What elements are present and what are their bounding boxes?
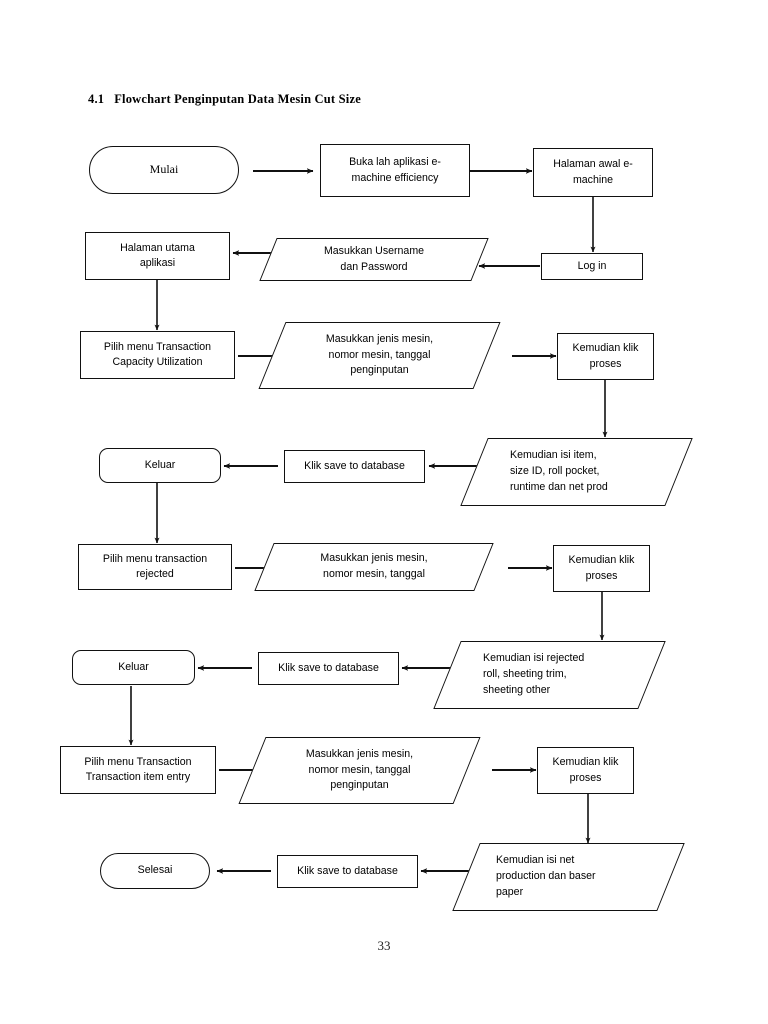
node-isi-item-label: Kemudian isi item, size ID, roll pocket,… <box>510 449 608 493</box>
node-keluar-1[interactable]: Keluar <box>99 448 221 483</box>
node-keluar-1-label: Keluar <box>144 458 176 471</box>
node-klik-proses-2-label: Kemudian klik proses <box>568 554 635 582</box>
node-halaman-awal[interactable]: Halaman awal e- machine <box>533 148 653 197</box>
node-save-database-3[interactable]: Klik save to database <box>277 855 418 888</box>
node-klik-proses-2[interactable]: Kemudian klik proses <box>553 545 650 592</box>
node-mulai-label: Mulai <box>149 162 179 177</box>
node-masukkan-username[interactable]: Masukkan Username dan Password <box>259 238 489 281</box>
section-heading: 4.1 Flowchart Penginputan Data Mesin Cut… <box>88 92 361 106</box>
node-login[interactable]: Log in <box>541 253 643 280</box>
node-isi-rejected[interactable]: Kemudian isi rejected roll, sheeting tri… <box>433 641 666 709</box>
node-menu-capacity-utilization[interactable]: Pilih menu Transaction Capacity Utilizat… <box>80 331 235 379</box>
node-menu-capacity-utilization-label: Pilih menu Transaction Capacity Utilizat… <box>103 340 212 368</box>
node-login-label: Log in <box>577 259 607 272</box>
node-input-mesin-2[interactable]: Masukkan jenis mesin, nomor mesin, tangg… <box>254 543 494 591</box>
node-isi-net-production[interactable]: Kemudian isi net production dan baser pa… <box>452 843 685 911</box>
node-klik-proses-3-label: Kemudian klik proses <box>552 756 619 784</box>
node-halaman-awal-label: Halaman awal e- machine <box>553 158 633 186</box>
node-input-mesin-3[interactable]: Masukkan jenis mesin, nomor mesin, tangg… <box>238 737 481 804</box>
node-selesai[interactable]: Selesai <box>100 853 210 889</box>
node-input-mesin-1[interactable]: Masukkan jenis mesin, nomor mesin, tangg… <box>258 322 501 389</box>
page-number: 33 <box>377 938 391 953</box>
node-input-mesin-2-label: Masukkan jenis mesin, nomor mesin, tangg… <box>320 552 428 580</box>
node-menu-transaction-item-entry-label: Pilih menu Transaction Transaction item … <box>84 755 192 783</box>
node-klik-proses-3[interactable]: Kemudian klik proses <box>537 747 634 794</box>
node-input-mesin-3-label: Masukkan jenis mesin, nomor mesin, tangg… <box>305 747 414 792</box>
node-keluar-2[interactable]: Keluar <box>72 650 195 685</box>
node-menu-transaction-rejected[interactable]: Pilih menu transaction rejected <box>78 544 232 590</box>
node-halaman-utama[interactable]: Halaman utama aplikasi <box>85 232 230 280</box>
node-save-database-3-label: Klik save to database <box>297 864 398 877</box>
node-save-database-1-label: Klik save to database <box>304 459 405 472</box>
node-save-database-2[interactable]: Klik save to database <box>258 652 399 685</box>
node-input-mesin-1-label: Masukkan jenis mesin, nomor mesin, tangg… <box>325 332 434 377</box>
node-isi-rejected-label: Kemudian isi rejected roll, sheeting tri… <box>483 652 585 696</box>
node-selesai-label: Selesai <box>137 864 173 877</box>
node-keluar-2-label: Keluar <box>118 660 149 673</box>
node-halaman-utama-label: Halaman utama aplikasi <box>120 241 195 269</box>
node-buka-aplikasi[interactable]: Buka lah aplikasi e- machine efficiency <box>320 144 470 197</box>
node-save-database-1[interactable]: Klik save to database <box>284 450 425 483</box>
node-klik-proses-1[interactable]: Kemudian klik proses <box>557 333 654 380</box>
node-mulai[interactable]: Mulai <box>89 146 239 194</box>
node-menu-transaction-rejected-label: Pilih menu transaction rejected <box>102 552 208 580</box>
node-save-database-2-label: Klik save to database <box>278 661 379 674</box>
node-isi-net-production-label: Kemudian isi net production dan baser pa… <box>496 854 596 898</box>
node-isi-item[interactable]: Kemudian isi item, size ID, roll pocket,… <box>460 438 693 506</box>
node-masukkan-username-label: Masukkan Username dan Password <box>323 244 425 273</box>
node-menu-transaction-item-entry[interactable]: Pilih menu Transaction Transaction item … <box>60 746 216 794</box>
node-buka-aplikasi-label: Buka lah aplikasi e- machine efficiency <box>349 156 441 184</box>
node-klik-proses-1-label: Kemudian klik proses <box>572 342 639 370</box>
